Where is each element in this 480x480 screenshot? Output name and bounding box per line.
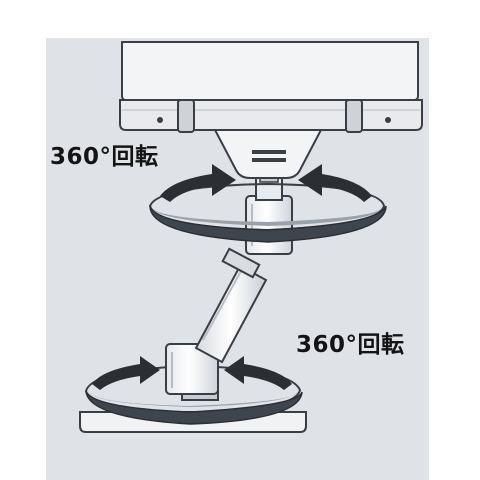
curved-rotation-arrow-icon	[92, 356, 292, 390]
left-hinge	[177, 99, 195, 133]
top-rotation-label: 360°回転	[50, 144, 159, 170]
mounted-device	[119, 41, 423, 179]
lower-swivel-joint	[165, 343, 219, 401]
right-hinge	[345, 99, 363, 133]
curved-rotation-arrow-icon	[160, 164, 372, 202]
connecting-arm	[194, 247, 268, 364]
bottom-rotation-label: 360°回転	[296, 332, 405, 358]
top-rotation-ring	[148, 182, 387, 243]
